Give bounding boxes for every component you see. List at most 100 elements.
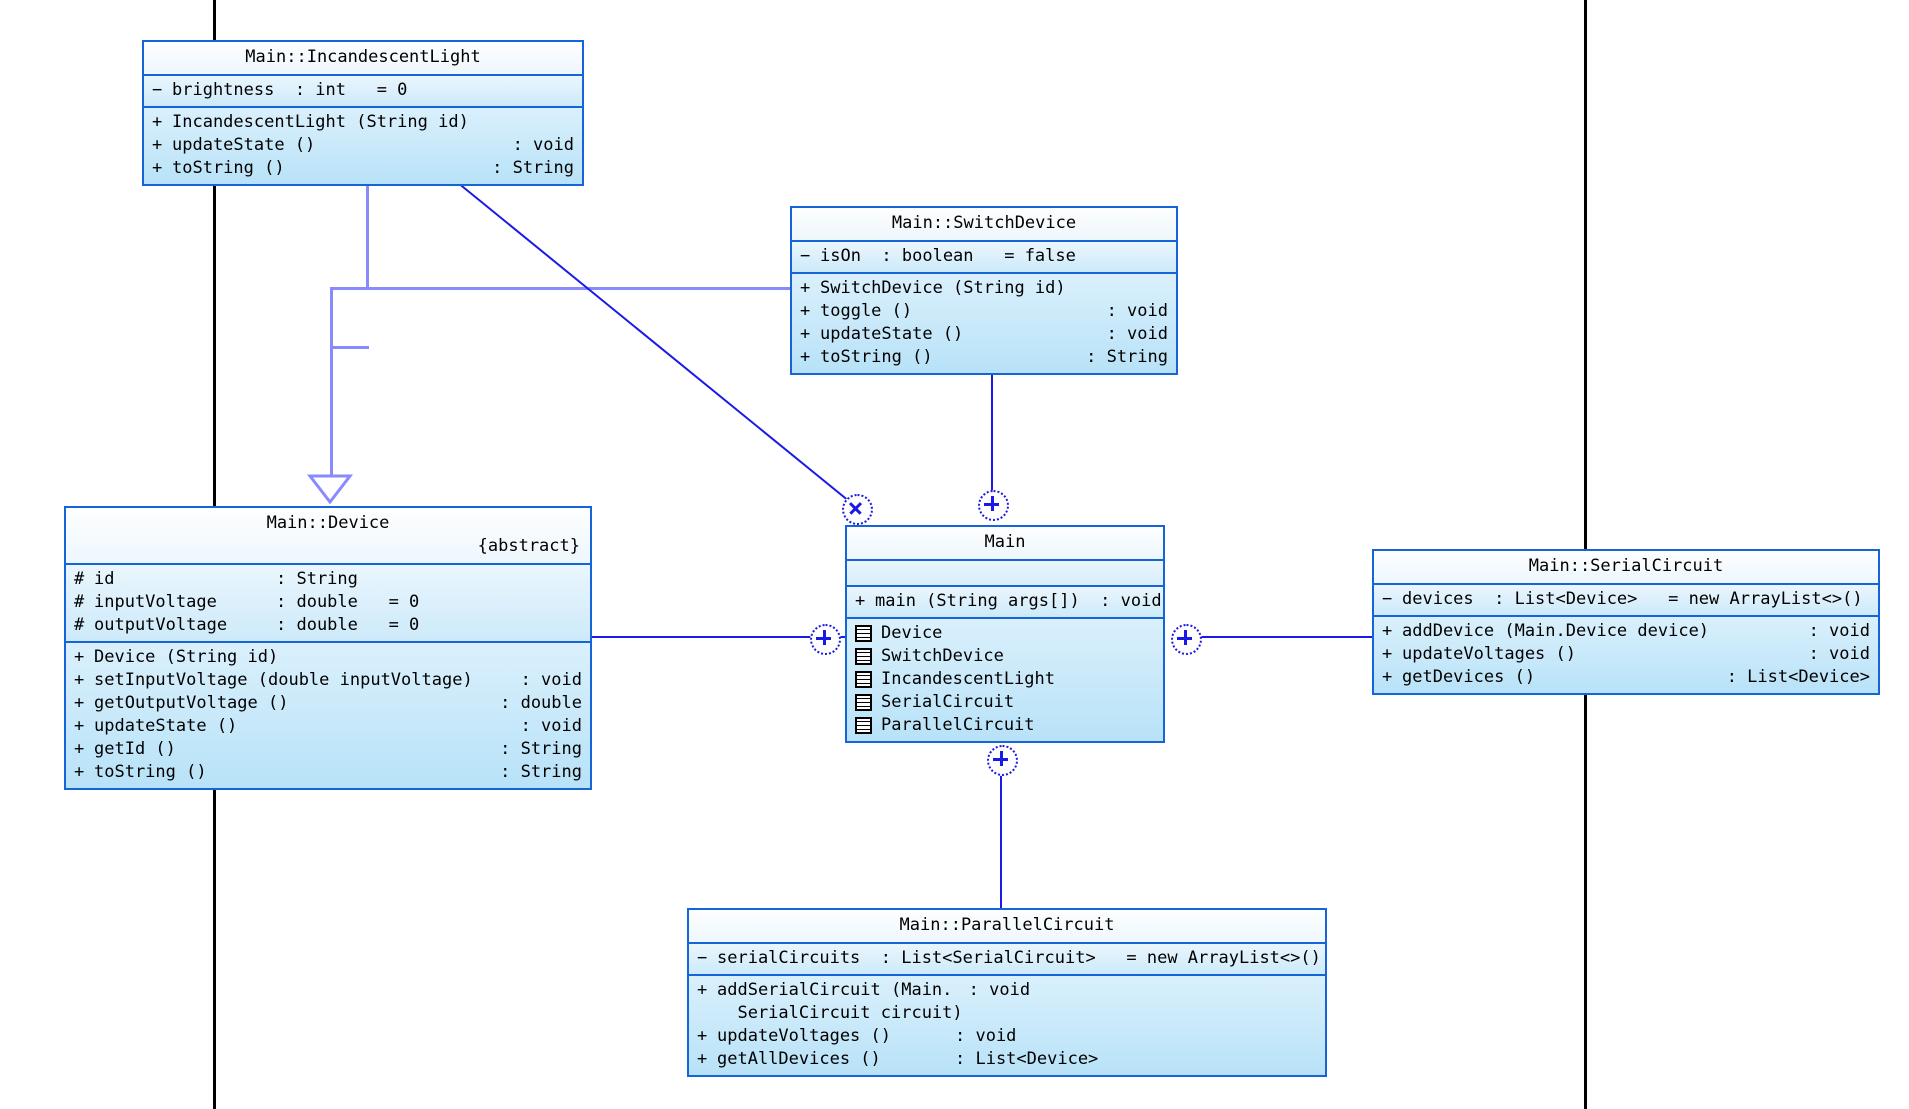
operation-row: + addDevice (Main.Device device) : void: [1382, 620, 1870, 643]
attributes-compartment-empty: [847, 561, 1163, 587]
visibility-marker: −: [697, 948, 708, 968]
operation-row: + IncandescentLight (String id): [152, 111, 574, 134]
operation-signature: updateState (): [172, 135, 316, 155]
visibility-marker: +: [74, 739, 85, 759]
operation-return-type: : String: [492, 158, 574, 178]
class-header-parallel-circuit: Main::ParallelCircuit: [689, 910, 1325, 944]
class-box-main[interactable]: Main + main (String args[]) : void Devic…: [845, 525, 1165, 743]
operation-return-type: : double: [500, 693, 582, 713]
operations-compartment: + IncandescentLight (String id) + update…: [144, 108, 582, 184]
attribute-signature: serialCircuits : List<SerialCircuit> = n…: [717, 948, 1321, 968]
operation-row: + setInputVoltage (double inputVoltage) …: [74, 669, 582, 692]
operation-row: + Device (String id): [74, 646, 582, 669]
class-header-incandescent-light: Main::IncandescentLight: [144, 42, 582, 76]
operations-compartment: + main (String args[]) : void: [847, 587, 1163, 619]
nested-class-item[interactable]: IncandescentLight: [855, 668, 1155, 691]
nested-class-icon: [855, 694, 872, 711]
attribute-name: id: [94, 569, 115, 589]
class-title: Main::SwitchDevice: [891, 213, 1077, 233]
attribute-row: − brightness : int = 0: [152, 79, 574, 102]
operation-signature: updateState (): [820, 324, 964, 344]
nested-class-item[interactable]: SwitchDevice: [855, 645, 1155, 668]
visibility-marker: +: [800, 278, 811, 298]
nested-class-plus-badge-bottom[interactable]: [987, 745, 1018, 776]
operation-signature: getId (): [94, 739, 176, 759]
operation-row: + updateState () : void: [74, 715, 582, 738]
operation-row: + getAllDevices () : List<Device>: [697, 1048, 1317, 1071]
class-title: Main::ParallelCircuit: [899, 915, 1115, 935]
operation-signature: toString (): [172, 158, 285, 178]
visibility-marker: +: [855, 591, 866, 611]
nested-class-plus-badge-left[interactable]: [810, 624, 841, 655]
operation-signature: getOutputVoltage (): [94, 693, 289, 713]
nested-class-label: ParallelCircuit: [881, 715, 1035, 735]
visibility-marker: +: [697, 1026, 708, 1046]
nested-class-item[interactable]: ParallelCircuit: [855, 714, 1155, 737]
operation-signature: setInputVoltage (double inputVoltage): [94, 670, 473, 690]
operation-signature: getDevices (): [1402, 667, 1536, 687]
attributes-compartment: − brightness : int = 0: [144, 76, 582, 108]
nested-class-icon: [855, 671, 872, 688]
class-header-serial-circuit: Main::SerialCircuit: [1374, 551, 1878, 585]
inheritance-elbow-bottom: [330, 346, 369, 349]
operation-return-type: : String: [1086, 347, 1168, 367]
operations-compartment: + Device (String id) + setInputVoltage (…: [66, 643, 590, 788]
link-device-to-main: [592, 636, 854, 638]
operation-row: + toString () : String: [800, 346, 1168, 369]
visibility-marker: +: [800, 347, 811, 367]
inheritance-elbow-top: [330, 287, 369, 290]
nested-class-plus-badge-right[interactable]: [1171, 624, 1202, 655]
visibility-marker: #: [74, 569, 85, 589]
inheritance-elbow-left: [330, 287, 333, 349]
operation-signature: Device (String id): [94, 647, 279, 667]
operation-row: + toString () : String: [152, 157, 574, 180]
visibility-marker: +: [152, 158, 163, 178]
operation-return-type: : void: [512, 135, 574, 155]
generalization-arrowhead: [306, 474, 354, 505]
attributes-compartment: − devices : List<Device> = new ArrayList…: [1374, 585, 1878, 617]
nested-class-icon: [855, 648, 872, 665]
link-main-to-serialcircuit: [1184, 636, 1372, 638]
nested-class-cross-badge[interactable]: [842, 494, 873, 525]
attribute-row: − isOn : boolean = false: [800, 245, 1168, 268]
operation-signature: toggle (): [820, 301, 913, 321]
nested-class-label: SwitchDevice: [881, 646, 1004, 666]
operation-return-type: : void: [1808, 644, 1870, 664]
operation-row: + updateVoltages () : void: [1382, 643, 1870, 666]
class-box-incandescent-light[interactable]: Main::IncandescentLight − brightness : i…: [142, 40, 584, 186]
nested-class-plus-badge-top[interactable]: [978, 490, 1009, 521]
visibility-marker: +: [74, 762, 85, 782]
visibility-marker: −: [800, 246, 811, 266]
class-box-switch-device[interactable]: Main::SwitchDevice − isOn : boolean = fa…: [790, 206, 1178, 375]
visibility-marker: #: [74, 592, 85, 612]
nested-class-item[interactable]: Device: [855, 622, 1155, 645]
visibility-marker: +: [1382, 621, 1393, 641]
operation-return-type: : List<Device>: [955, 1049, 1099, 1069]
attribute-row: − serialCircuits : List<SerialCircuit> =…: [697, 947, 1321, 970]
nested-class-icon: [855, 717, 872, 734]
operation-return-type: : List<Device>: [1726, 667, 1870, 687]
operation-signature: updateVoltages (): [717, 1026, 891, 1046]
link-main-to-parallelcircuit: [1000, 770, 1002, 910]
operation-signature: addDevice (Main.Device device): [1402, 621, 1710, 641]
attribute-name: inputVoltage: [94, 592, 217, 612]
class-box-parallel-circuit[interactable]: Main::ParallelCircuit − serialCircuits :…: [687, 908, 1327, 1077]
class-box-serial-circuit[interactable]: Main::SerialCircuit − devices : List<Dev…: [1372, 549, 1880, 695]
operation-signature: SwitchDevice (String id): [820, 278, 1066, 298]
visibility-marker: +: [74, 670, 85, 690]
attribute-row: # outputVoltage : double = 0: [74, 614, 582, 637]
operation-signature: addSerialCircuit (Main. SerialCircuit ci…: [717, 980, 963, 1023]
nested-classes-compartment: Device SwitchDevice IncandescentLight Se…: [847, 619, 1163, 741]
operation-return-type: : String: [500, 739, 582, 759]
visibility-marker: #: [74, 615, 85, 635]
operation-signature: toString (): [94, 762, 207, 782]
attribute-type: : double = 0: [276, 592, 420, 612]
class-box-device[interactable]: Main::Device {abstract} # id : String # …: [64, 506, 592, 790]
operation-return-type: : void: [1808, 621, 1870, 641]
visibility-marker: +: [1382, 644, 1393, 664]
operation-signature: getAllDevices (): [717, 1049, 881, 1069]
inheritance-line-to-device: [330, 346, 333, 476]
nested-class-item[interactable]: SerialCircuit: [855, 691, 1155, 714]
attribute-row: # inputVoltage : double = 0: [74, 591, 582, 614]
inheritance-line-incandescent-vertical: [366, 176, 369, 287]
